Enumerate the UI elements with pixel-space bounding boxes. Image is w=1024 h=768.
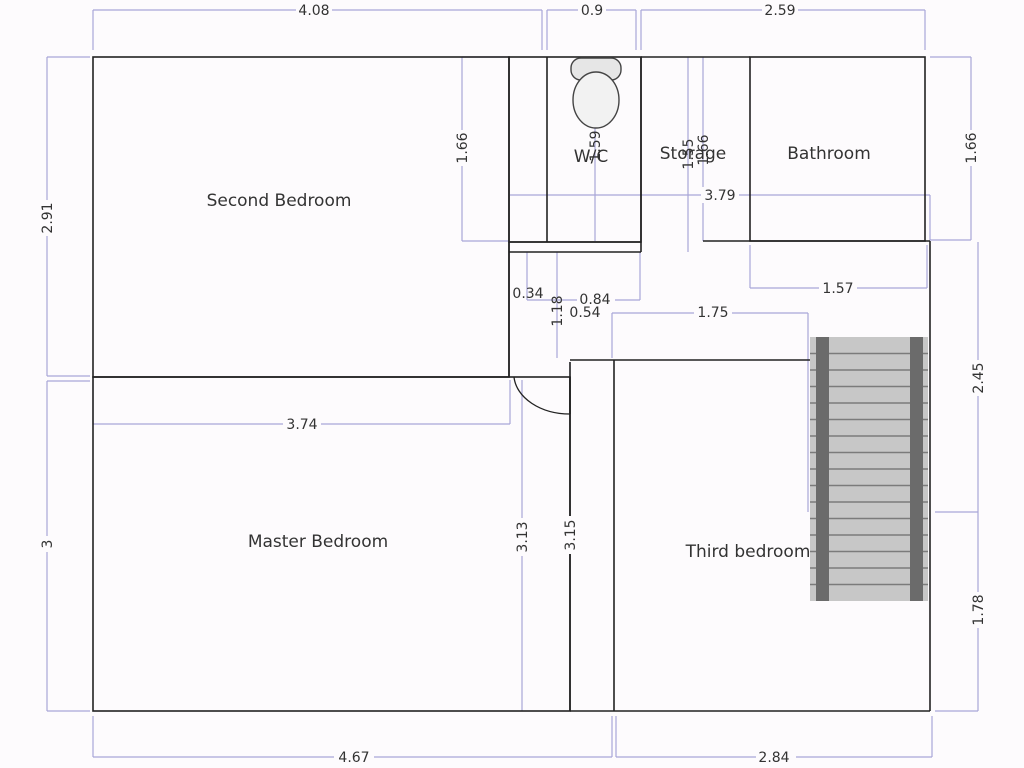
dim-hall-width: 3.79 <box>704 188 735 204</box>
room-bathroom: Bathroom <box>787 144 871 164</box>
dim-hall-b: 0.84 <box>579 292 610 308</box>
dim-top-left: 4.08 <box>298 3 329 19</box>
dim-hall-d: 0.54 <box>569 305 600 321</box>
dim-storage-v2: 1.66 <box>696 134 712 165</box>
stair-stringer <box>816 337 829 601</box>
dim-top-right: 2.59 <box>764 3 795 19</box>
room-storage: Storage <box>660 144 727 164</box>
staircase <box>810 337 928 601</box>
dim-master-v: 3.13 <box>515 521 531 552</box>
dim-hall-a: 0.34 <box>512 286 543 302</box>
dim-master-width: 3.74 <box>286 417 317 433</box>
dim-hall-c: 1.18 <box>550 295 566 326</box>
room-wc: W/C <box>574 147 608 167</box>
dimension-labels: 4.08 0.9 2.59 2.91 3 1.66 2.45 1.78 4.67… <box>37 2 988 766</box>
room-master-bedroom: Master Bedroom <box>248 532 388 552</box>
room-second-bedroom: Second Bedroom <box>207 191 352 211</box>
door-swing <box>513 376 571 415</box>
dim-right-mid: 2.45 <box>971 362 987 393</box>
dim-bottom-right: 2.84 <box>758 750 789 766</box>
dim-left-lower: 3 <box>40 540 56 549</box>
dim-left-upper: 2.91 <box>40 202 56 233</box>
dim-wc-v: 1.59 <box>588 130 604 161</box>
dim-stair-width: 1.75 <box>697 305 728 321</box>
stair-stringer <box>910 337 923 601</box>
dim-bottom-left: 4.67 <box>338 750 369 766</box>
room-third-bedroom: Third bedroom <box>685 542 811 562</box>
dim-right-top: 1.66 <box>964 132 980 163</box>
dim-second-bed-v: 1.66 <box>455 132 471 163</box>
dim-top-mid: 0.9 <box>581 3 603 19</box>
dim-corridor-v: 3.15 <box>563 519 579 550</box>
dim-bath-width: 1.57 <box>822 281 853 297</box>
room-labels: Second Bedroom W/C Storage Bathroom Mast… <box>207 144 871 562</box>
walls <box>92 56 931 712</box>
toilet-icon <box>570 57 622 129</box>
dim-storage-v1: 1.55 <box>681 138 697 169</box>
dim-right-bottom: 1.78 <box>971 594 987 625</box>
